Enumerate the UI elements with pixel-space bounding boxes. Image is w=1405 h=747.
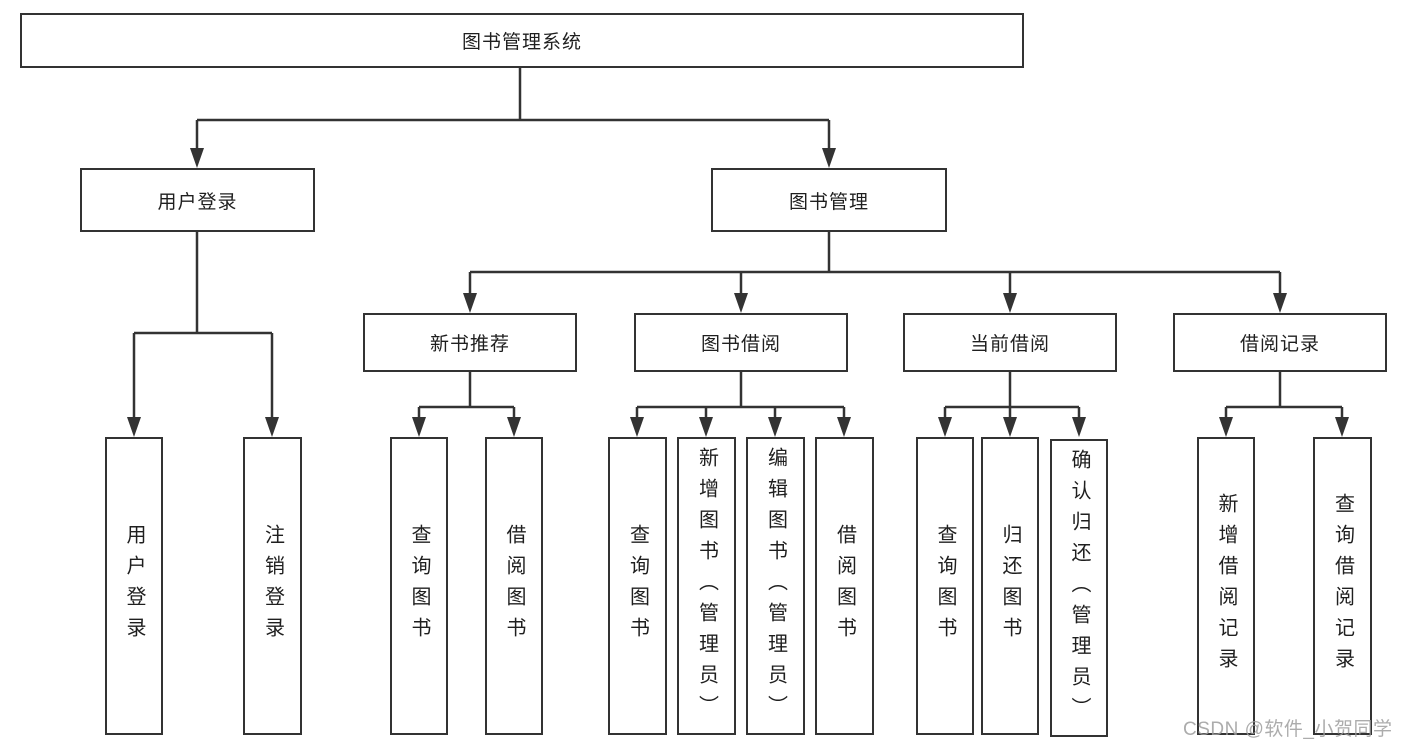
node-user-login: 用户登录 [80,168,315,232]
leaf-query-book-2: 查询图书 [608,437,667,735]
leaf-query-book-3: 查询图书 [916,437,974,735]
leaf-add-borrow-record: 新增借阅记录 [1197,437,1255,735]
node-book-borrow: 图书借阅 [634,313,848,372]
leaf-query-book-1: 查询图书 [390,437,448,735]
node-borrow-records: 借阅记录 [1173,313,1387,372]
node-new-book-recommend: 新书推荐 [363,313,577,372]
leaf-return-book: 归还图书 [981,437,1039,735]
leaf-logout-login: 注销登录 [243,437,302,735]
node-current-borrow: 当前借阅 [903,313,1117,372]
watermark: CSDN @软件_小贺同学 [1183,719,1393,740]
leaf-query-borrow-record: 查询借阅记录 [1313,437,1372,735]
leaf-edit-book-admin: 编辑图书（管理员） [746,437,805,735]
node-book-management: 图书管理 [711,168,947,232]
leaf-confirm-return-admin: 确认归还（管理员） [1050,439,1108,737]
leaf-borrow-book-1: 借阅图书 [485,437,543,735]
leaf-borrow-book-2: 借阅图书 [815,437,874,735]
leaf-user-login: 用户登录 [105,437,163,735]
leaf-add-book-admin: 新增图书（管理员） [677,437,736,735]
node-root: 图书管理系统 [20,13,1024,68]
